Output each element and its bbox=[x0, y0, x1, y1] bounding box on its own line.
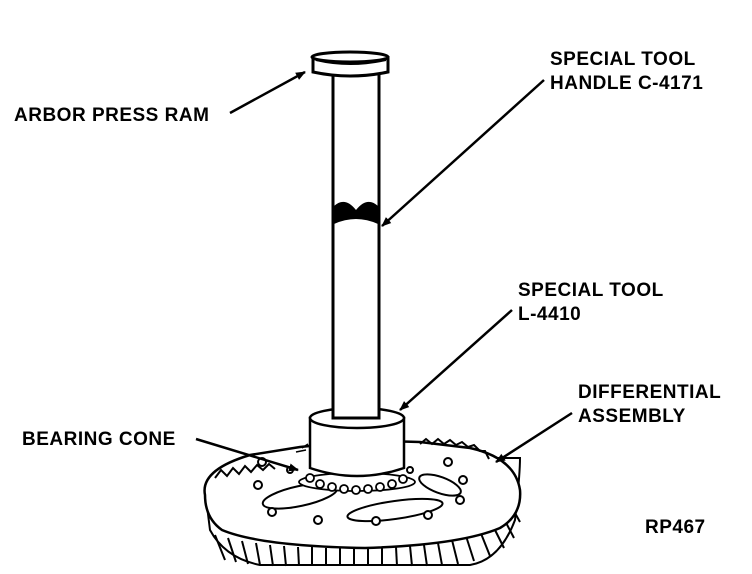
label-special-tool-l4410-line1: SPECIAL TOOL bbox=[518, 280, 664, 301]
label-differential-assembly: DIFFERENTIAL ASSEMBLY bbox=[578, 381, 721, 429]
arrow-tool-l4410 bbox=[399, 309, 513, 411]
label-special-tool-handle-line1: SPECIAL TOOL bbox=[550, 49, 696, 70]
figure-code: RP467 bbox=[645, 517, 706, 538]
bearing-cone bbox=[298, 472, 416, 495]
label-special-tool-handle: SPECIAL TOOL HANDLE C-4171 bbox=[550, 48, 703, 96]
differential-assembly bbox=[203, 437, 522, 567]
label-special-tool-l4410-line2: L-4410 bbox=[518, 304, 582, 325]
arrow-handle-c4171 bbox=[381, 79, 545, 227]
gear-window bbox=[418, 473, 462, 497]
label-special-tool-l4410: SPECIAL TOOL L-4410 bbox=[518, 279, 664, 327]
label-special-tool-handle-line2: HANDLE C-4171 bbox=[550, 73, 704, 94]
arrow-bearing-cone bbox=[195, 437, 299, 472]
label-differential-assembly-line2: ASSEMBLY bbox=[578, 406, 686, 427]
arrow-arbor-press-ram bbox=[229, 70, 306, 115]
ring-gear-top-teeth bbox=[214, 437, 490, 479]
special-tool-handle-c4171 bbox=[331, 68, 381, 420]
gear-window bbox=[346, 497, 444, 523]
label-arbor-press-ram: ARBOR PRESS RAM bbox=[14, 105, 210, 126]
arbor-press-ram bbox=[310, 50, 390, 78]
label-bearing-cone: BEARING CONE bbox=[22, 429, 176, 450]
label-differential-assembly-line1: DIFFERENTIAL bbox=[578, 382, 722, 403]
leader-lines bbox=[195, 70, 573, 472]
gear-bolt-holes bbox=[253, 457, 468, 526]
arrow-differential-assembly bbox=[495, 411, 573, 464]
